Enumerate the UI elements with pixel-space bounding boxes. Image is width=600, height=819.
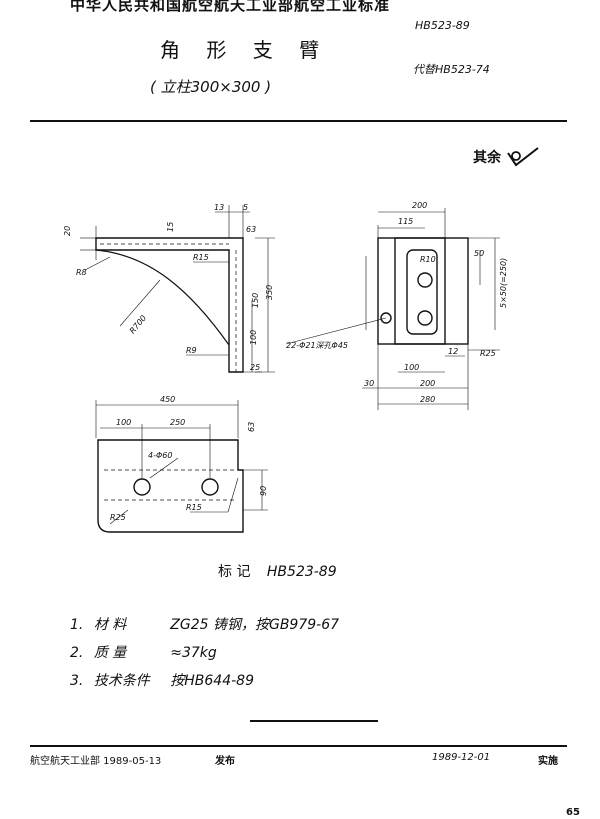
dimension-labels: 20 15 13 5 63 R8 R15 R700 R9 150 350 100… [63,201,508,522]
note-value: ≈37kg [170,645,217,661]
note-number: 1. [70,617,84,633]
page-subtitle: ( 立柱300×300 ) [150,78,272,96]
dim-15: 15 [166,222,175,232]
note-item: 1. 材 料 ZG25 铸钢，按GB979-67 [70,614,339,634]
dim-63-side: 63 [246,225,256,234]
dim-30: 30 [364,379,374,388]
footer-divider [30,745,567,747]
dim-13: 13 [214,203,224,212]
dim-100-top: 100 [116,418,131,427]
marking-value: HB523-89 [266,564,337,580]
dim-r15-top: R15 [186,503,202,512]
note-label: 材 料 [93,617,127,633]
dim-20: 20 [63,226,72,236]
top-view [95,400,268,533]
roughness-note: 其余 [473,147,540,169]
dim-r15: R15 [193,253,209,262]
side-view [80,205,275,373]
roughness-label: 其余 [473,150,501,166]
footer-issuer: 航空航天工业部 1989-05-13 [30,756,162,767]
dim-hole: 22-Φ21深孔Φ45 [286,341,348,350]
dim-holes: 4-Φ60 [148,451,172,460]
page-title: 角 形 支 臂 [160,38,330,62]
dim-90: 90 [259,486,268,496]
dim-100b: 100 [404,363,419,372]
dim-50: 50 [474,249,484,258]
dim-r25: R25 [480,349,496,358]
note-number: 3. [70,673,84,689]
dim-5: 5 [243,203,248,212]
note-label: 质 量 [93,645,127,661]
standard-number: HB523-89 [415,19,470,32]
dim-200: 200 [412,201,427,210]
dim-r25-top: R25 [110,513,126,522]
dim-r700: R700 [128,314,148,336]
header-divider [30,120,567,122]
marking-line: 标 记 HB523-89 [218,561,337,581]
organization-header: 中华人民共和国航空航天工业部航空工业标准 [70,0,391,14]
dim-450: 450 [160,395,175,404]
note-item: 2. 质 量 ≈37kg [70,642,217,662]
footer-implement: 实施 [538,756,558,767]
dim-100: 100 [249,330,258,345]
dim-r9: R9 [186,346,197,355]
dim-200b: 200 [420,379,435,388]
marking-label: 标 记 [218,564,251,580]
dim-150: 150 [251,293,260,308]
dim-25: 25 [250,363,260,372]
note-label: 技术条件 [93,673,150,689]
end-rule [250,720,378,722]
footer-publish: 发布 [215,756,235,767]
front-view [285,208,500,410]
dim-350: 350 [265,285,274,300]
dim-r8: R8 [76,268,87,277]
dim-12: 12 [448,347,458,356]
note-number: 2. [70,645,84,661]
dim-250: 250 [170,418,185,427]
roughness-symbol-icon [507,147,539,167]
dim-5x50: 5×50(=250) [499,258,508,308]
dim-280: 280 [420,395,435,404]
note-item: 3. 技术条件 按HB644-89 [70,670,254,690]
dim-115: 115 [398,217,413,226]
page-number: 65 [566,807,580,818]
footer-effective-date: 1989-12-01 [432,752,491,763]
note-value: 按HB644-89 [170,673,254,689]
technical-drawing: 20 15 13 5 63 R8 R15 R700 R9 150 350 100… [63,201,508,533]
replaces-standard: 代替HB523-74 [413,63,490,76]
dim-r10: R10 [420,255,436,264]
dim-63-top: 63 [247,422,256,432]
note-value: ZG25 铸钢，按GB979-67 [170,617,340,633]
